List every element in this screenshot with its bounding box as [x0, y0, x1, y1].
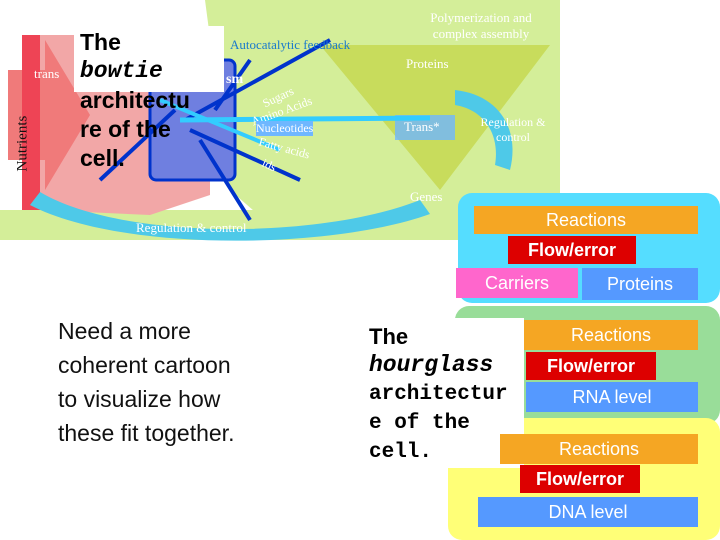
rna-flow-error-bar: Flow/error — [526, 352, 656, 380]
regulation-bottom-label: Regulation & control — [136, 220, 246, 236]
bowtie-title-line5: cell. — [80, 144, 240, 173]
hourglass-title-line1: The — [369, 322, 529, 351]
note-text: Need a more coherent cartoon to visualiz… — [58, 314, 238, 450]
polymerization-label: Polymerization and complex assembly — [418, 10, 544, 42]
dna-flow-error-bar: Flow/error — [520, 465, 640, 493]
dna-reactions-bar: Reactions — [500, 434, 698, 464]
upper-flow-error-bar: Flow/error — [508, 236, 636, 264]
hourglass-title-line3: architectur — [369, 380, 529, 409]
genes-label: Genes — [410, 189, 443, 205]
bowtie-title: The bowtie architectu re of the cell. — [80, 28, 240, 173]
upper-carriers-bar: Carriers — [456, 268, 578, 298]
regulation-right-label: Regulation & control — [480, 115, 546, 145]
trans-label: trans — [34, 66, 59, 82]
dna-level-bar: DNA level — [478, 497, 698, 527]
proteins-bowtie-label: Proteins — [406, 56, 449, 72]
nucleotides-label: Nucleotides — [256, 121, 313, 136]
upper-proteins-bar: Proteins — [582, 268, 698, 300]
hourglass-title-line2: hourglass — [369, 351, 529, 380]
bowtie-title-line3: architectu — [80, 86, 240, 115]
bowtie-title-line2: bowtie — [80, 57, 240, 86]
rna-level-bar: RNA level — [526, 382, 698, 412]
bowtie-title-line1: The — [80, 28, 240, 57]
upper-reactions-bar: Reactions — [474, 206, 698, 234]
rna-reactions-bar: Reactions — [524, 320, 698, 350]
autocatalytic-label: Autocatalytic feedback — [230, 37, 350, 53]
trans-box-label: Trans* — [404, 119, 440, 135]
bowtie-title-line4: re of the — [80, 115, 240, 144]
nutrients-label: Nutrients — [15, 82, 32, 172]
